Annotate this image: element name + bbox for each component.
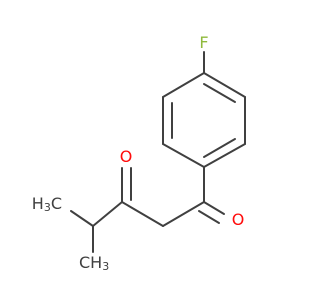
methyl-top-c: C [51, 194, 62, 213]
chemical-structure-diagram: F O O H3C CH3 [32, 33, 246, 273]
bond-lines [70, 51, 246, 253]
bond-ring-inner-bottom-right [203, 138, 236, 158]
methyl-bottom-subscript: 3 [102, 260, 109, 273]
atom-methyl-bottom: CH3 [79, 253, 109, 273]
bond-carbonyl-to-ch2 [162, 201, 205, 227]
bond-ring-inner-top-right [203, 83, 236, 103]
atom-methyl-top: H3C [32, 194, 62, 214]
atom-oxygen-right-text: O [232, 210, 245, 229]
bond-ring-bottom-left [162, 143, 205, 168]
methyl-top-subscript: 3 [44, 201, 51, 214]
atom-fluorine-text: F [199, 33, 208, 52]
bond-carbonyl-right-a [203, 201, 225, 215]
bond-ring-top-left [162, 72, 205, 98]
atom-oxygen-left: O [120, 147, 133, 166]
bond-ch2-to-carbonyl [121, 201, 164, 227]
atom-oxygen-left-text: O [120, 147, 133, 166]
bond-carbonyl-to-ch [92, 201, 123, 227]
bond-ring-top-right [203, 72, 246, 98]
bond-ch-to-methyl-top [70, 210, 94, 227]
atom-oxygen-right: O [232, 210, 245, 229]
bond-ring-bottom-right [203, 143, 246, 168]
methyl-top-h: H [32, 194, 44, 213]
methyl-bottom-ch: CH [79, 253, 102, 272]
atom-labels: F O O H3C CH3 [32, 33, 245, 273]
bond-carbonyl-right-b [198, 210, 220, 224]
atom-fluorine: F [199, 33, 208, 52]
